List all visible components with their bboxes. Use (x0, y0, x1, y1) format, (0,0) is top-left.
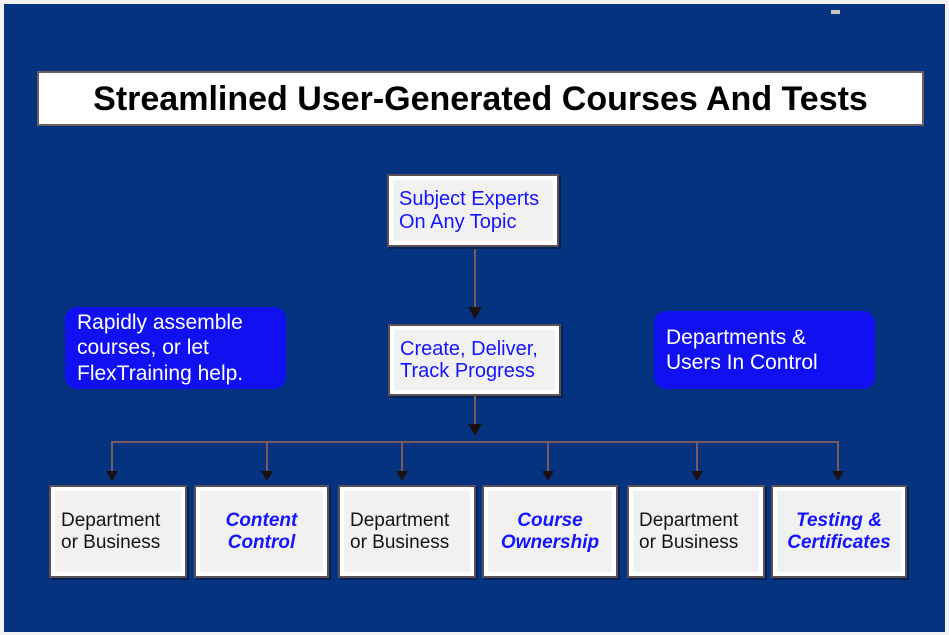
connector-drop-5 (696, 441, 698, 474)
connector-drop-1 (111, 441, 113, 474)
arrowhead-drop-2 (261, 471, 273, 481)
create-deliver-track-node-inner: Create, Deliver, Track Progress (394, 330, 555, 390)
testing-and-certificates-line-2: Certificates (787, 531, 891, 553)
subject-experts-line-1: Subject Experts (399, 188, 540, 211)
title-banner: Streamlined User-Generated Courses And T… (37, 71, 924, 126)
content-control[interactable]: Content Control (194, 485, 329, 578)
department-or-business-3[interactable]: Department or Business (627, 485, 765, 578)
subject-experts-node[interactable]: Subject Experts On Any Topic (387, 174, 559, 247)
department-or-business-1-line-2: or Business (61, 531, 161, 553)
connector-top-to-middle (474, 249, 476, 311)
subject-experts-node-inner: Subject Experts On Any Topic (393, 180, 553, 241)
departments-users-line-2: Users In Control (666, 351, 818, 374)
connector-drop-4 (547, 441, 549, 474)
connector-middle-to-bus (474, 396, 476, 428)
department-or-business-2-line-2: or Business (350, 531, 450, 553)
department-or-business-1[interactable]: Department or Business (49, 485, 187, 578)
course-ownership-line-1: Course (517, 510, 583, 532)
content-control-inner: Content Control (200, 491, 323, 572)
connector-drop-2 (266, 441, 268, 474)
testing-and-certificates[interactable]: Testing & Certificates (771, 485, 907, 578)
testing-and-certificates-inner: Testing & Certificates (777, 491, 901, 572)
rapidly-assemble-line-1: Rapidly assemble (77, 311, 243, 335)
department-or-business-1-inner: Department or Business (55, 491, 181, 572)
arrowhead-middle-to-bus (468, 424, 482, 436)
testing-and-certificates-line-1: Testing & (796, 510, 882, 532)
rapidly-assemble-line-2: courses, or let (77, 336, 209, 360)
arrowhead-drop-4 (542, 471, 554, 481)
departments-users-line-1: Departments & (666, 325, 807, 349)
arrowhead-drop-1 (106, 471, 118, 481)
connector-bus-horizontal (111, 441, 839, 443)
course-ownership-line-2: Ownership (500, 531, 600, 553)
arrowhead-drop-5 (691, 471, 703, 481)
connector-drop-6 (837, 441, 839, 474)
arrowhead-drop-6 (832, 471, 844, 481)
slide-background: Streamlined User-Generated Courses And T… (4, 4, 945, 632)
connector-drop-3 (401, 441, 403, 474)
department-or-business-3-line-1: Department (639, 510, 739, 532)
department-or-business-2-inner: Department or Business (344, 491, 470, 572)
departments-users-callout[interactable]: Departments & Users In Control (654, 311, 875, 389)
create-deliver-track-node[interactable]: Create, Deliver, Track Progress (388, 324, 561, 396)
department-or-business-1-line-1: Department (61, 510, 161, 532)
arrowhead-top-to-middle (468, 307, 482, 319)
page-title: Streamlined User-Generated Courses And T… (93, 79, 868, 118)
create-deliver-line-2: Track Progress (400, 360, 535, 382)
department-or-business-3-line-2: or Business (639, 531, 739, 553)
subject-experts-line-2: On Any Topic (399, 210, 517, 233)
arrowhead-drop-3 (396, 471, 408, 481)
department-or-business-2[interactable]: Department or Business (338, 485, 476, 578)
content-control-line-2: Control (227, 531, 296, 553)
rapidly-assemble-callout[interactable]: Rapidly assemble courses, or let FlexTra… (65, 307, 286, 389)
course-ownership[interactable]: Course Ownership (482, 485, 618, 578)
department-or-business-3-inner: Department or Business (633, 491, 759, 572)
stray-mark-artifact (831, 10, 840, 14)
course-ownership-inner: Course Ownership (488, 491, 612, 572)
content-control-line-1: Content (225, 510, 298, 532)
department-or-business-2-line-1: Department (350, 510, 450, 532)
create-deliver-line-1: Create, Deliver, (400, 337, 538, 360)
rapidly-assemble-line-3: FlexTraining help. (77, 361, 244, 385)
